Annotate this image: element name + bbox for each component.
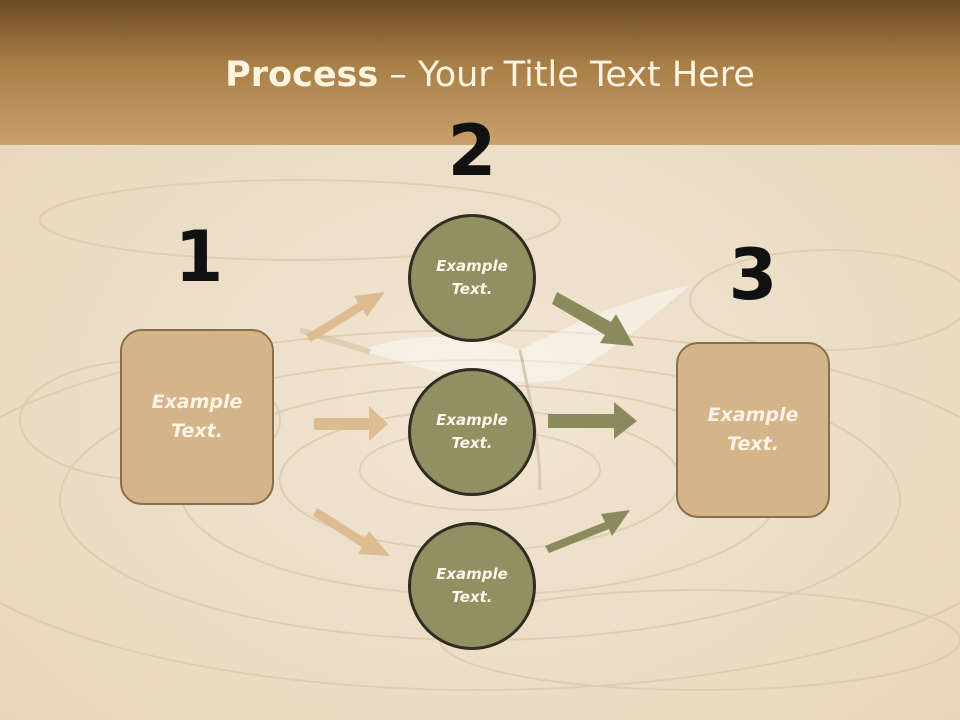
step-box-1-line1: Example — [151, 391, 243, 413]
title-bold: Process — [225, 55, 379, 95]
arrow-right-middle — [548, 402, 637, 439]
step-number-3: 3 — [728, 234, 778, 316]
title-rest: – Your Title Text Here — [378, 55, 755, 95]
step-number-1: 1 — [174, 216, 224, 298]
slide-title: Process – Your Title Text Here — [0, 54, 960, 96]
circle-bottom-line2: Text. — [451, 588, 493, 606]
circle-top-line1: Example — [436, 257, 508, 275]
step-number-2: 2 — [447, 110, 497, 192]
circle-middle-line2: Text. — [451, 434, 493, 452]
arrow-right-top — [552, 292, 634, 346]
title-banner — [0, 0, 960, 145]
right-arrows — [545, 292, 637, 553]
arrow-left-middle — [314, 406, 388, 441]
circle-middle-line1: Example — [436, 411, 508, 429]
arrow-left-bottom — [313, 508, 390, 556]
step-box-3-line1: Example — [707, 404, 799, 426]
circle-top-line2: Text. — [451, 280, 493, 298]
arrow-right-bottom — [545, 510, 630, 553]
step-box-3-line2: Text. — [727, 433, 779, 455]
left-arrows — [306, 292, 390, 556]
arrow-left-top — [306, 292, 385, 342]
step-box-1-line2: Text. — [171, 420, 223, 442]
circle-bottom-line1: Example — [436, 565, 508, 583]
